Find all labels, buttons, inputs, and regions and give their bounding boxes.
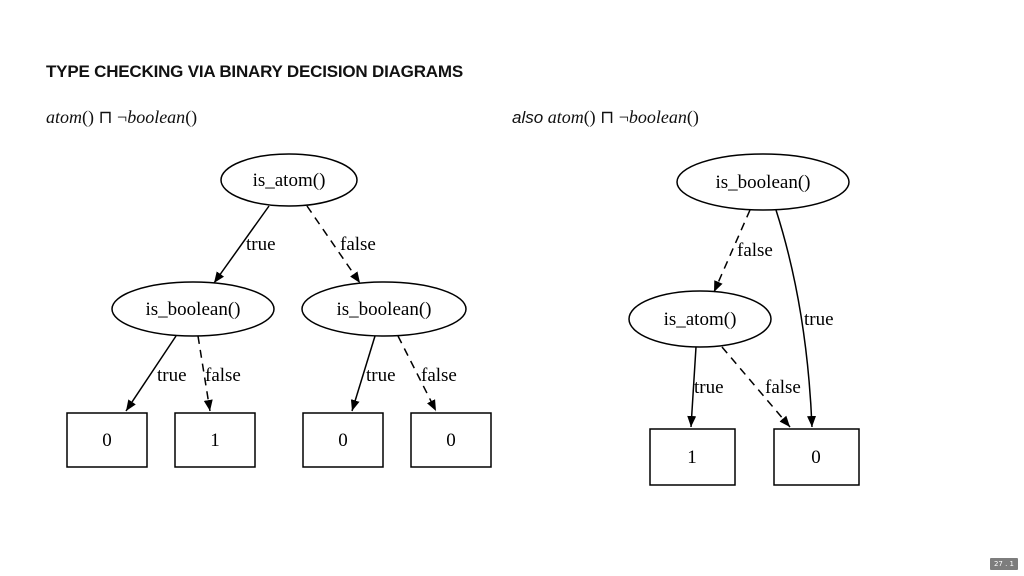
left-edge-left-true-label: true — [157, 365, 187, 386]
right-edge-root-true-label: true — [804, 309, 834, 330]
right-edge-child-true-label: true — [694, 377, 724, 398]
left-edge-left-false — [197, 335, 213, 412]
right-bdd-labels: is_boolean() is_atom() 1 0 false true tr… — [664, 172, 834, 468]
left-bdd — [66, 153, 492, 468]
left-edge-root-true — [213, 205, 270, 284]
right-leaf-1-label: 1 — [687, 447, 697, 468]
right-formula-end: () — [686, 107, 699, 127]
left-leaf-4-label: 0 — [446, 430, 456, 451]
right-formula-atom: atom — [547, 107, 584, 127]
left-formula-op: () ⊓ ¬ — [82, 107, 128, 127]
right-child-node — [628, 290, 772, 348]
right-edge-root-true — [775, 209, 817, 428]
left-edge-right-true-label: true — [366, 365, 396, 386]
right-root-node — [676, 153, 850, 211]
left-leaf-1-label: 0 — [102, 430, 112, 451]
left-formula: atom() ⊓ ¬boolean() — [46, 107, 197, 128]
left-formula-atom: atom — [46, 107, 82, 127]
right-formula-also: also — [512, 108, 544, 127]
left-edge-right-false-label: false — [421, 365, 457, 386]
right-edge-root-false-label: false — [737, 240, 773, 261]
slide-title: TYPE CHECKING VIA BINARY DECISION DIAGRA… — [46, 62, 463, 81]
right-edge-child-false-label: false — [765, 377, 801, 398]
right-formula: also atom() ⊓ ¬boolean() — [512, 107, 699, 128]
left-leaf-2 — [174, 412, 256, 468]
left-leaf-4 — [410, 412, 492, 468]
left-leaf-1 — [66, 412, 148, 468]
left-leaf-3 — [302, 412, 384, 468]
right-formula-op: () ⊓ ¬ — [583, 107, 629, 127]
left-edge-right-false — [397, 335, 437, 412]
right-edge-child-true — [687, 346, 697, 428]
right-child-label: is_atom() — [664, 309, 737, 330]
right-formula-boolean: boolean — [628, 107, 687, 127]
left-leaf-3-label: 0 — [338, 430, 348, 451]
left-formula-end: () — [185, 107, 198, 127]
left-root-node — [220, 153, 358, 207]
left-bdd-labels: is_atom() is_boolean() is_boolean() 0 1 … — [102, 170, 457, 451]
left-edge-left-false-label: false — [205, 365, 241, 386]
left-child-a-label: is_boolean() — [146, 299, 241, 320]
right-root-label: is_boolean() — [716, 172, 811, 193]
right-edge-child-false — [721, 346, 791, 428]
left-edge-left-true — [125, 335, 177, 412]
right-leaf-0-label: 0 — [811, 447, 821, 468]
left-edge-root-true-label: true — [246, 234, 276, 255]
left-child-b-label: is_boolean() — [337, 299, 432, 320]
right-bdd — [628, 153, 860, 486]
left-edge-right-true — [350, 335, 376, 412]
left-child-node-b — [301, 281, 467, 337]
left-formula-boolean: boolean — [127, 107, 186, 127]
page-number-badge: 27 . 1 — [989, 558, 1018, 570]
left-edge-root-false-label: false — [340, 234, 376, 255]
left-edge-root-false — [306, 205, 361, 284]
right-leaf-1 — [649, 428, 736, 486]
left-child-node-a — [111, 281, 275, 337]
right-leaf-0 — [773, 428, 860, 486]
left-root-label: is_atom() — [253, 170, 326, 191]
left-leaf-2-label: 1 — [210, 430, 220, 451]
right-edge-root-false — [713, 209, 751, 293]
